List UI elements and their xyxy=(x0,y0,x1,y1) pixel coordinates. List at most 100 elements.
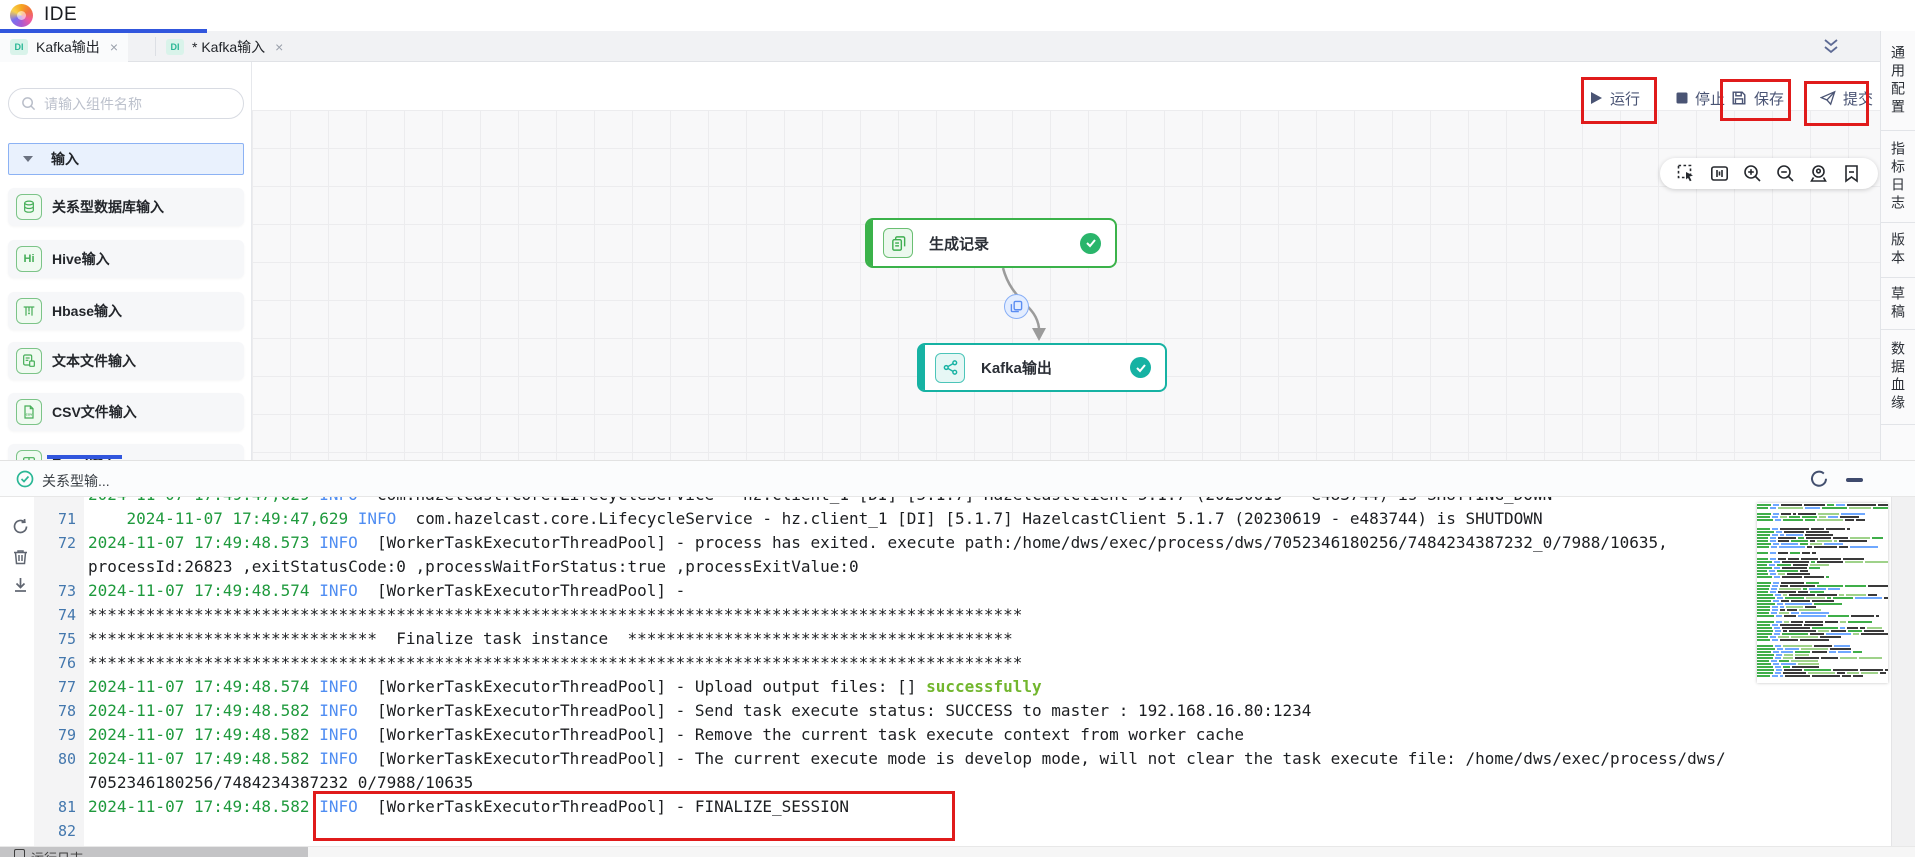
line-number-gutter xyxy=(34,497,84,846)
hive-input-icon: Hi xyxy=(16,246,42,272)
log-row: 74**************************************… xyxy=(0,603,1890,627)
success-status-icon xyxy=(16,470,34,488)
bottom-tab-clipped[interactable]: 运行日志 xyxy=(14,848,83,857)
line-number: 74 xyxy=(57,606,76,624)
log-row: 75****************************** Finaliz… xyxy=(0,627,1890,651)
panel-resize-indicator[interactable] xyxy=(47,455,122,459)
kafka-output-icon xyxy=(935,352,965,383)
canvas-grid xyxy=(252,110,1880,460)
component-label: 关系型数据库输入 xyxy=(52,199,164,215)
horizontal-scrollbar[interactable]: 运行日志 xyxy=(0,846,1915,857)
log-row: 82 xyxy=(0,819,1890,843)
component-item-csv-file-input[interactable]: csv CSV文件输入 xyxy=(8,393,244,431)
right-nav-item-1[interactable]: 通用配置 xyxy=(1881,31,1915,131)
submit-button[interactable]: 提交 xyxy=(1820,86,1873,110)
clear-log-icon[interactable] xyxy=(12,548,29,565)
active-nav-underline xyxy=(0,29,207,33)
log-row: processId:26823 ,exitStatusCode:0 ,proce… xyxy=(0,555,1890,579)
submit-label: 提交 xyxy=(1843,90,1874,108)
component-item-hive-input[interactable]: Hi Hive输入 xyxy=(8,240,244,278)
search-input[interactable] xyxy=(44,95,231,112)
component-label: 文本文件输入 xyxy=(52,353,136,369)
node-kafka-output[interactable]: Kafka输出 xyxy=(917,343,1167,392)
zoom-out-icon[interactable] xyxy=(1776,164,1795,183)
right-nav-item-4[interactable]: 草稿 xyxy=(1881,278,1915,330)
component-item-relational-db-input[interactable]: 关系型数据库输入 xyxy=(8,188,244,226)
close-tab-icon[interactable]: × xyxy=(275,38,284,55)
group-header-input[interactable]: 输入 xyxy=(8,143,244,175)
line-number: 76 xyxy=(57,654,76,672)
line-number: 78 xyxy=(57,702,76,720)
sync-icon[interactable] xyxy=(1810,470,1828,488)
di-badge: DI xyxy=(10,38,28,55)
node-accent-bar xyxy=(919,345,925,390)
right-nav-item-5[interactable]: 数据血缘 xyxy=(1881,330,1915,425)
log-text: 2024-11-07 17:49:48.574 INFO [WorkerTask… xyxy=(88,677,1042,696)
zoom-in-icon[interactable] xyxy=(1743,164,1762,183)
save-icon xyxy=(1732,91,1746,105)
log-row: 2024-11-07 17:49:47,629 INFO com.hazelca… xyxy=(0,497,1890,507)
stop-button[interactable]: 停止 xyxy=(1676,86,1725,110)
tab-kafka-output[interactable]: DI Kafka输出 × xyxy=(0,31,128,62)
edge-copy-badge[interactable] xyxy=(1004,294,1029,319)
paper-plane-icon xyxy=(1820,90,1836,106)
text-file-input-icon xyxy=(16,348,42,374)
line-number: 82 xyxy=(57,822,76,840)
refresh-log-icon[interactable] xyxy=(12,518,29,535)
search-icon xyxy=(22,97,36,111)
log-panel-header: 关系型输... xyxy=(0,460,1915,497)
component-label: Hbase输入 xyxy=(52,303,123,319)
line-number: 77 xyxy=(57,678,76,696)
log-text: 2024-11-07 17:49:47,629 INFO com.hazelca… xyxy=(126,509,1543,528)
hbase-input-icon xyxy=(16,298,42,324)
component-item-excel-input[interactable]: Excel输入 xyxy=(8,444,244,460)
svg-text:csv: csv xyxy=(26,411,33,416)
stop-icon xyxy=(1676,92,1688,104)
close-tab-icon[interactable]: × xyxy=(109,38,118,55)
csv-file-input-icon: csv xyxy=(16,399,42,425)
tab-kafka-input[interactable]: DI * Kafka输入 × xyxy=(156,31,293,62)
component-item-text-file-input[interactable]: 文本文件输入 xyxy=(8,342,244,380)
flow-canvas[interactable]: 运行 停止 保存 提交 xyxy=(252,62,1880,460)
component-item-hbase-input[interactable]: Hbase输入 xyxy=(8,292,244,330)
component-search[interactable] xyxy=(8,88,244,119)
save-label: 保存 xyxy=(1754,90,1785,108)
log-text: 2024-11-07 17:49:47,629 INFO com.hazelca… xyxy=(88,497,1552,507)
download-log-icon[interactable] xyxy=(12,576,29,593)
minimize-panel-icon[interactable] xyxy=(1846,478,1863,482)
component-label: Hive输入 xyxy=(52,251,110,267)
scrollbar-thumb[interactable]: 运行日志 xyxy=(0,847,308,857)
locate-icon[interactable] xyxy=(1809,164,1828,183)
play-icon xyxy=(1591,92,1602,104)
group-label: 输入 xyxy=(51,151,79,167)
vertical-scrollbar[interactable] xyxy=(1891,497,1915,846)
run-label: 运行 xyxy=(1610,90,1641,108)
component-label: CSV文件输入 xyxy=(52,404,137,420)
canvas-tools xyxy=(1660,158,1878,189)
tab-bar: DI Kafka输出 × DI * Kafka输入 × xyxy=(0,31,1880,62)
marquee-select-icon[interactable] xyxy=(1677,164,1696,183)
line-number: 80 xyxy=(57,750,76,768)
run-button[interactable]: 运行 xyxy=(1590,86,1640,110)
minimap-toggle-icon[interactable] xyxy=(1710,164,1729,183)
stop-label: 停止 xyxy=(1695,90,1726,108)
caret-down-icon xyxy=(23,156,33,162)
success-check-icon xyxy=(1130,357,1151,378)
log-body: 2024-11-07 17:49:47,629 INFO com.hazelca… xyxy=(0,497,1915,846)
right-nav-item-3[interactable]: 版本 xyxy=(1881,223,1915,278)
chevron-double-down-icon[interactable] xyxy=(1820,37,1842,57)
log-tab-label[interactable]: 关系型输... xyxy=(42,473,110,489)
node-generate-records[interactable]: 生成记录 xyxy=(865,218,1117,268)
bookmark-icon[interactable] xyxy=(1842,164,1861,183)
log-minimap[interactable] xyxy=(1757,503,1888,683)
right-nav-item-2[interactable]: 指标日志 xyxy=(1881,131,1915,223)
save-button[interactable]: 保存 xyxy=(1731,86,1784,110)
log-row: 7052346180256/7484234387232_0/7988/10635 xyxy=(0,771,1890,795)
line-number: 75 xyxy=(57,630,76,648)
tab-separator xyxy=(155,37,156,56)
